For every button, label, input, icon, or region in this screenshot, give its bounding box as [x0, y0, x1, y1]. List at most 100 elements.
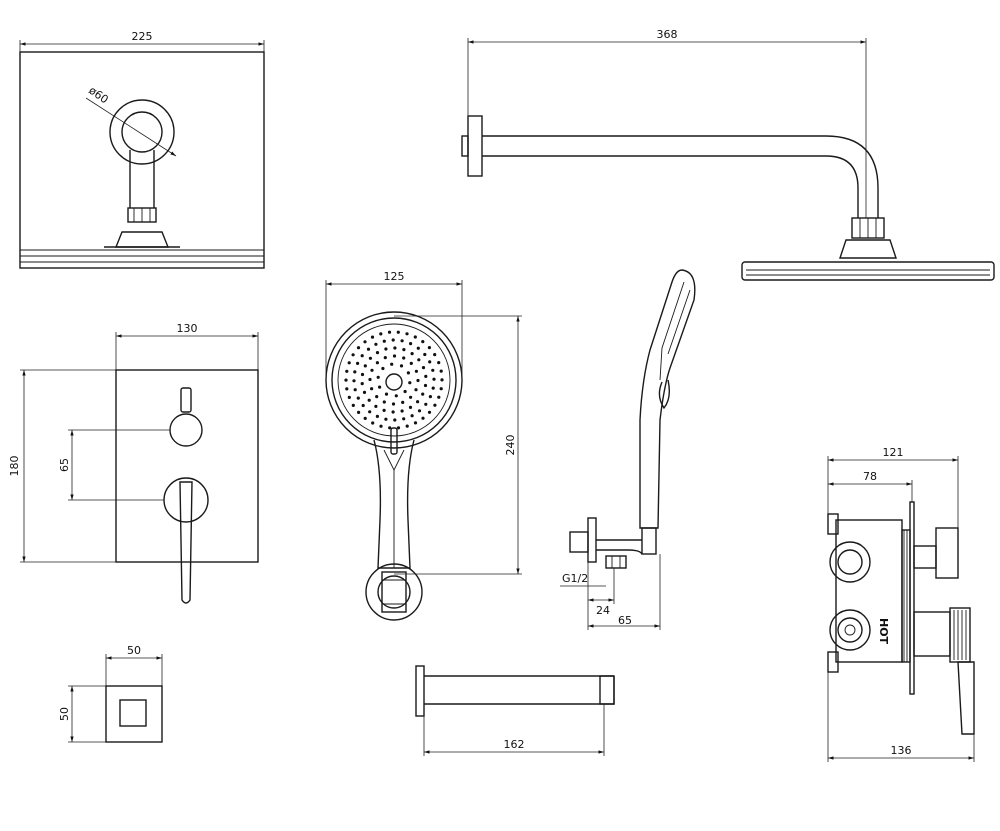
nozzle-dot [413, 335, 417, 339]
nozzle-dot [374, 404, 378, 408]
nozzle-dot [417, 358, 421, 362]
nozzle-dot [431, 368, 435, 372]
nozzle-dot [379, 424, 383, 428]
head-plate-width-label: 225 [132, 30, 153, 43]
nozzle-dot [366, 347, 371, 351]
nozzle-dot [381, 366, 385, 371]
nozzle-dot [403, 389, 407, 394]
nozzle-dot [394, 394, 398, 398]
nozzle-dot [384, 417, 388, 421]
nozzle-dot [393, 418, 397, 422]
nozzle-dot [421, 366, 426, 370]
nozzle-dot [423, 383, 428, 388]
mixer-spacing-label: 65 [58, 458, 71, 472]
nozzle-dot [347, 361, 351, 365]
nozzle-dot [356, 396, 360, 400]
nozzle-dot [363, 364, 367, 368]
nozzle-dot [384, 347, 388, 351]
nozzle-dot [428, 360, 432, 364]
nozzle-dot [360, 354, 364, 358]
nozzle-dot [396, 426, 401, 430]
nozzle-dot [416, 346, 420, 350]
nozzle-dot [409, 342, 413, 346]
nozzle-dot [375, 351, 380, 355]
head-plate-view: ø60 225 [19, 30, 265, 269]
nozzle-dot [423, 352, 427, 357]
nozzle-dot [368, 377, 372, 382]
nozzle-dot [375, 361, 379, 365]
nozzle-dot [360, 372, 365, 377]
nozzle-dot [427, 410, 432, 414]
nozzle-dot [361, 403, 365, 408]
nozzle-dot [421, 340, 425, 344]
nozzle-dot [357, 410, 361, 414]
spout-plate-view: 50 50 [58, 644, 163, 743]
nozzle-dot [363, 416, 367, 420]
nozzle-dot [376, 375, 380, 379]
nozzle-dot [410, 352, 414, 356]
valve-body-view: HOT 121 78 136 [827, 446, 975, 762]
nozzle-dot [410, 414, 414, 418]
nozzle-dot [352, 379, 356, 383]
mixer-plate-height-label: 180 [8, 456, 21, 477]
thread-size-label: G1/2 [562, 572, 588, 585]
nozzle-dot [402, 417, 406, 421]
nozzle-dot [356, 346, 361, 350]
nozzle-dot [370, 368, 374, 372]
hand-shower-side-view: G1/2 24 65 [560, 269, 696, 630]
spout-plate-height-label: 50 [58, 707, 71, 721]
nozzle-dot [400, 409, 404, 413]
nozzle-dot [344, 378, 348, 382]
nozzle-dot [374, 342, 378, 346]
nozzle-dot [421, 416, 425, 420]
nozzle-dot [439, 387, 443, 391]
nozzle-dot [409, 395, 413, 399]
nozzle-dot [375, 395, 379, 399]
nozzle-dot [399, 364, 404, 368]
nozzle-dot [405, 424, 409, 428]
nozzle-dot [416, 378, 420, 383]
nozzle-dot [424, 402, 428, 406]
nozzle-dot [378, 385, 382, 389]
nozzle-dot [421, 392, 425, 396]
nozzle-dot [345, 387, 349, 391]
shower-arm-view: 368 [461, 28, 995, 281]
spray-nozzles [344, 330, 444, 430]
spout-length-label: 162 [504, 738, 525, 751]
nozzle-dot [351, 403, 355, 407]
nozzle-dot [393, 346, 397, 350]
nozzle-dot [401, 400, 405, 404]
nozzle-dot [351, 353, 355, 357]
nozzle-dot [408, 381, 412, 385]
nozzle-dot [391, 410, 395, 414]
nozzle-dot [440, 378, 444, 382]
nozzle-dot [396, 330, 400, 334]
nozzle-dot [414, 369, 418, 373]
nozzle-dot [416, 400, 420, 404]
hand-shower-front-view: 125 240 [325, 270, 522, 621]
nozzle-dot [409, 361, 413, 365]
nozzle-dot [370, 387, 374, 391]
valve-body-width-label: 78 [863, 470, 877, 483]
nozzle-dot [414, 388, 418, 392]
nozzle-dot [428, 395, 432, 399]
nozzle-dot [363, 340, 367, 344]
nozzle-dot [379, 332, 383, 336]
nozzle-dot [383, 356, 387, 360]
nozzle-dot [408, 405, 413, 409]
nozzle-dot [371, 421, 375, 425]
valve-depth-label: 136 [891, 744, 912, 757]
nozzle-dot [400, 339, 404, 343]
nozzle-dot [382, 339, 386, 343]
nozzle-dot [402, 356, 406, 360]
hot-label: HOT [877, 618, 890, 645]
nozzle-dot [368, 410, 372, 414]
nozzle-dot [391, 402, 396, 406]
spout-plate-width-label: 50 [127, 644, 141, 657]
nozzle-dot [353, 388, 357, 392]
nozzle-dot [387, 330, 392, 334]
nozzle-dot [390, 362, 394, 366]
nozzle-dot [388, 426, 392, 430]
nozzle-dot [392, 354, 397, 358]
nozzle-dot [375, 414, 379, 418]
